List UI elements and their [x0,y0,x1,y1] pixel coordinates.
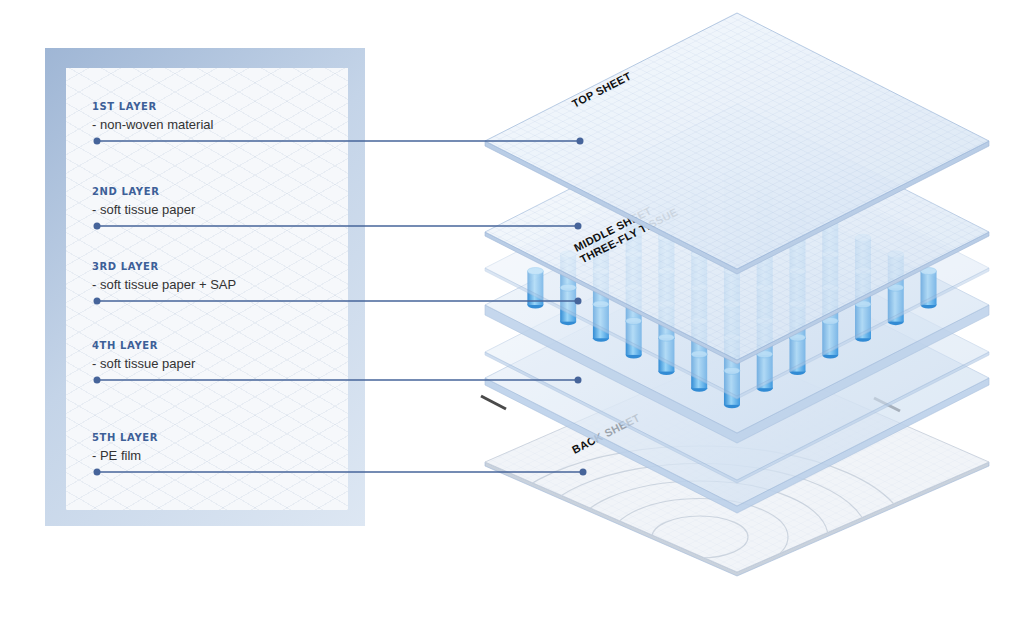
sheet-texture [485,104,989,360]
leader-dot [94,138,101,145]
leader-dot [94,298,101,305]
shadow-edge [481,396,506,409]
layer-number: 4TH LAYER [92,340,158,351]
leader-dot [94,377,101,384]
layer-entry: 4TH LAYER - soft tissue paper [92,340,342,380]
layer-number: 3RD LAYER [92,261,159,272]
leader-dot [575,377,582,384]
sheet-shape [485,13,995,279]
sheet-face [485,104,989,360]
layer-number: 5TH LAYER [92,432,158,443]
layer-number: 1ST LAYER [92,101,157,112]
layer-material: - PE film [92,448,141,463]
connector-group [94,138,587,476]
layer-material: - soft tissue paper [92,356,195,371]
layer-entry: 3RD LAYER - soft tissue paper + SAP [92,261,342,301]
layer-number: 2ND LAYER [92,186,159,197]
sheet-texture [485,352,989,572]
leader-line [97,379,578,381]
leader-line [97,300,578,302]
leader-dot [94,469,101,476]
layer-material: - non-woven material [92,117,213,132]
layer-entry: 5TH LAYER - PE film [92,432,342,472]
layer-material: - soft tissue paper + SAP [92,277,236,292]
leader-dot [575,298,582,305]
layer-entry: 2ND LAYER - soft tissue paper [92,186,342,226]
sheet-face [485,352,989,572]
leader-dot [94,223,101,230]
layer-entry: 1ST LAYER - non-woven material [92,101,342,141]
layer-material: - soft tissue paper [92,202,195,217]
top-sheet: TOP SHEET [485,13,995,279]
